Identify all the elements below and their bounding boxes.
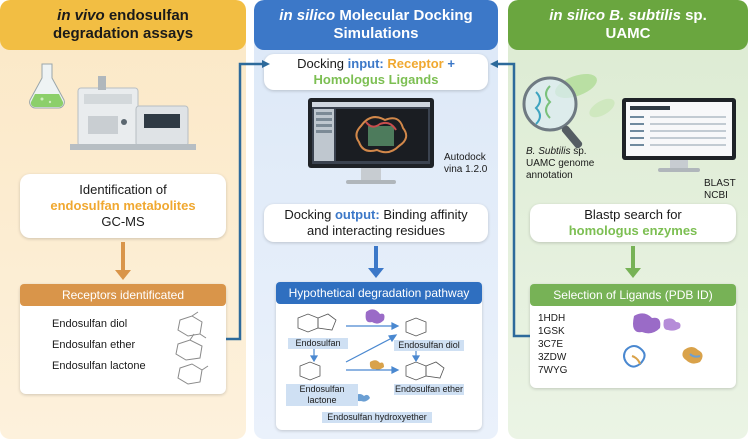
in-vivo-header: in vivo endosulfan degradation assays	[0, 0, 246, 50]
blast-monitor-icon	[622, 98, 736, 172]
protein-structures-icon	[623, 313, 703, 368]
blastp-search-card: Blastp search for homologus enzymes	[530, 204, 736, 242]
blast-label: BLAST NCBI	[704, 178, 736, 201]
b-subtilis-column: in silico B. subtilis sp. UAMC B. Subtil…	[508, 0, 748, 439]
pathway-node-ether: Endosulfan ether	[394, 384, 464, 395]
in-vivo-column: in vivo endosulfan degradation assays Id…	[0, 0, 246, 439]
ligands-title: Selection of Ligands (PDB ID)	[530, 284, 736, 306]
docking-header: in silico Molecular Docking Simulations	[254, 0, 498, 50]
list-item: 3C7E	[538, 339, 564, 350]
genome-annotation-label: B. Subtilis sp. UAMC genome annotation	[526, 146, 595, 181]
gc-ms-instrument-icon	[29, 63, 196, 150]
pathway-node-diol: Endosulfan diol	[394, 340, 464, 351]
degradation-pathway-card: Hypothetical degradation pathway End	[276, 282, 482, 430]
list-item: 1HDH	[538, 313, 566, 324]
pathway-molecules-icon	[297, 309, 445, 402]
receptors-title: Receptors identificated	[20, 284, 226, 306]
down-arrow-icon	[368, 246, 384, 278]
ligands-card: Selection of Ligands (PDB ID) 1HDH 1GSK …	[530, 284, 736, 388]
ligand-list: 1HDH 1GSK 3C7E 3ZDW 7WYG	[538, 312, 567, 377]
header-italic: in vivo	[57, 7, 105, 24]
bacteria-magnifier-icon	[522, 73, 615, 149]
software-label: Autodock vina 1.2.0	[444, 152, 488, 175]
molecule-structures-icon	[175, 311, 209, 385]
down-arrow-icon	[625, 246, 641, 278]
list-item: Endosulfan diol	[52, 318, 128, 330]
pathway-node-endosulfan: Endosulfan	[288, 338, 348, 349]
down-arrow-icon	[115, 242, 131, 280]
receptors-card: Receptors identificated Endosulfan diol …	[20, 284, 226, 394]
pathway-node-hydroxyether: Endosulfan hydroxyether	[322, 412, 432, 423]
docking-input-card: Docking input: Receptor + Homologus Liga…	[264, 54, 488, 90]
docking-software-monitor-icon	[308, 98, 434, 184]
metabolite-identification-card: Identification of endosulfan metabolites…	[20, 174, 226, 238]
list-item: Endosulfan lactone	[52, 360, 146, 372]
molecular-docking-column: in silico Molecular Docking Simulations …	[254, 0, 498, 439]
list-item: 3ZDW	[538, 352, 567, 363]
receptor-list: Endosulfan diol Endosulfan ether Endosul…	[52, 316, 146, 379]
list-item: Endosulfan ether	[52, 339, 136, 351]
list-item: 7WYG	[538, 365, 568, 376]
docking-output-card: Docking output: Binding affinity and int…	[264, 204, 488, 242]
b-subtilis-header: in silico B. subtilis sp. UAMC	[508, 0, 748, 50]
list-item: 1GSK	[538, 326, 565, 337]
pathway-title: Hypothetical degradation pathway	[276, 282, 482, 304]
pathway-node-lactone: Endosulfan lactone	[286, 384, 358, 406]
